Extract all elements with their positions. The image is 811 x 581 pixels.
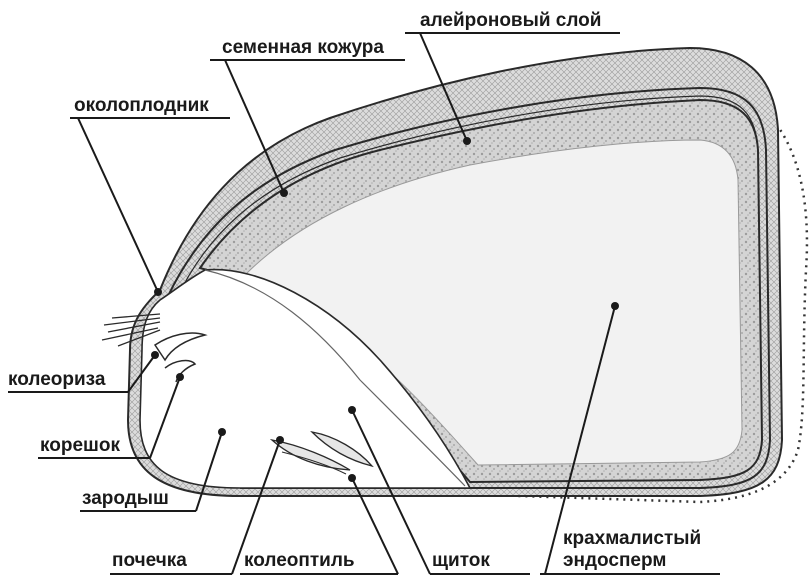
pericarp-dot bbox=[154, 288, 162, 296]
label-pericarp: околоплодник bbox=[74, 95, 209, 116]
aleurone-dot bbox=[463, 137, 471, 145]
label-embryo: зародыш bbox=[82, 488, 169, 509]
label-plumule: почечка bbox=[112, 550, 187, 571]
label-coleorhiza: колеориза bbox=[8, 369, 106, 390]
label-endosperm-line1: крахмалистый bbox=[563, 528, 701, 549]
embryo-dot bbox=[218, 428, 226, 436]
radicle-dot bbox=[176, 373, 184, 381]
label-endosperm-line2: эндосперм bbox=[563, 550, 666, 571]
label-radicle: корешок bbox=[40, 435, 120, 456]
endosperm-dot bbox=[611, 302, 619, 310]
seed-coat-dot bbox=[280, 189, 288, 197]
plumule-dot bbox=[276, 436, 284, 444]
scutellum-dot bbox=[348, 406, 356, 414]
coleorhiza-dot bbox=[151, 351, 159, 359]
label-aleurone: алейроновый слой bbox=[420, 10, 601, 31]
label-seed-coat: семенная кожура bbox=[222, 37, 384, 58]
label-coleoptile: колеоптиль bbox=[244, 550, 355, 571]
label-scutellum: щиток bbox=[432, 550, 490, 571]
coleoptile-dot bbox=[348, 474, 356, 482]
